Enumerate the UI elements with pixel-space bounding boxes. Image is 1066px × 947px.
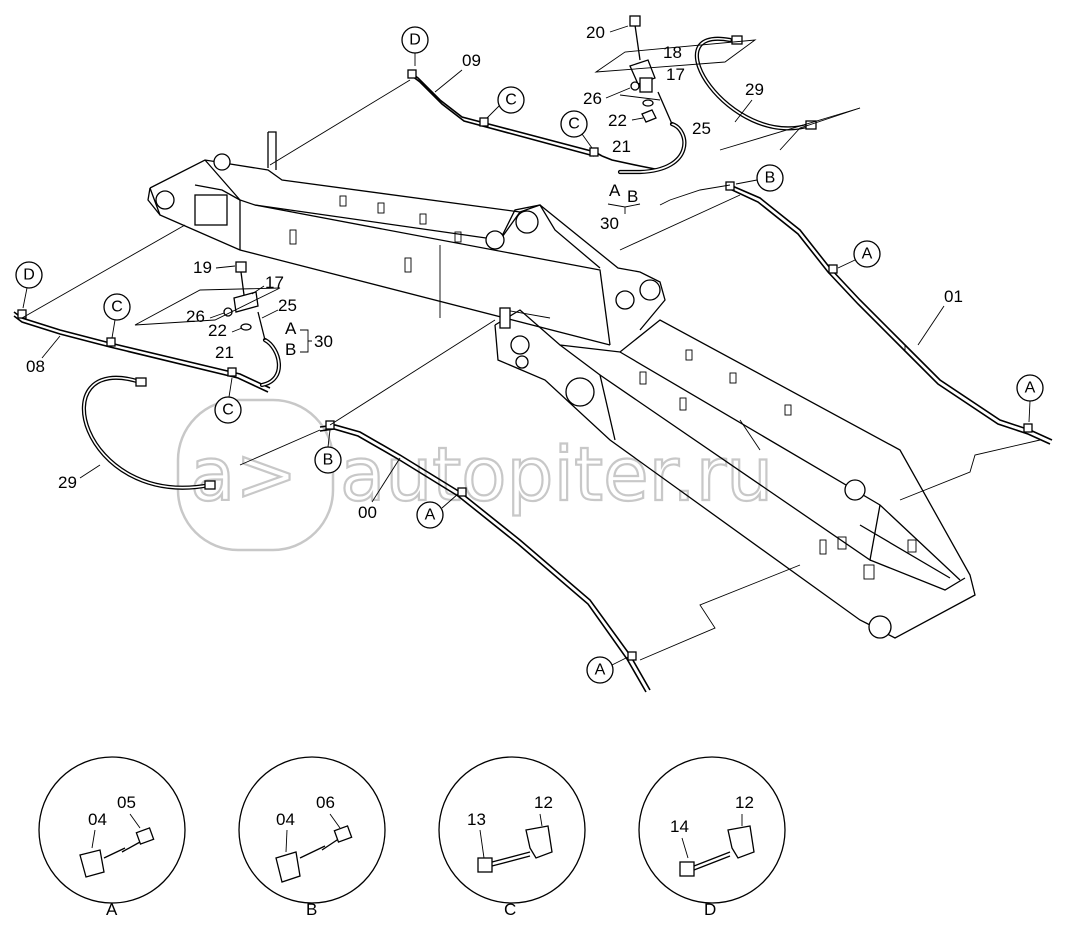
callout-b-lower: B bbox=[314, 429, 342, 474]
part-label-08: 08 bbox=[26, 357, 45, 376]
detail-a-part-1: 04 bbox=[88, 810, 107, 829]
detail-a: 04 05 A bbox=[38, 756, 186, 919]
svg-text:B: B bbox=[765, 170, 776, 187]
part-label-30-top: 30 bbox=[600, 214, 619, 233]
boom-outline bbox=[147, 131, 666, 346]
callout-c-top-2: C bbox=[560, 110, 593, 149]
detail-a-part-2: 05 bbox=[117, 793, 136, 812]
part-label-22: 22 bbox=[608, 111, 627, 130]
detail-d: 14 12 D bbox=[638, 756, 786, 919]
arm-pin-upper bbox=[510, 335, 530, 355]
boom-head-block bbox=[194, 194, 228, 226]
part-label-30-a: A bbox=[609, 181, 621, 200]
callout-a-lower-1: A bbox=[416, 493, 459, 529]
part-label-19: 19 bbox=[193, 258, 212, 277]
svg-text:A: A bbox=[1025, 380, 1036, 397]
watermark-logo-frame bbox=[176, 398, 335, 552]
part-label-22-left: 22 bbox=[208, 321, 227, 340]
arm-tip-pin-upper bbox=[844, 479, 866, 501]
arm-outline bbox=[494, 307, 976, 639]
detail-c-caption: C bbox=[504, 900, 516, 919]
detail-c-part-2: 12 bbox=[534, 793, 553, 812]
boom-pin-top bbox=[213, 153, 231, 171]
part-label-29-left: 29 bbox=[58, 473, 77, 492]
callout-d-left: D bbox=[15, 261, 43, 309]
part-label-25: 25 bbox=[692, 119, 711, 138]
detail-b-caption: B bbox=[306, 900, 317, 919]
part-label-30-b-left: B bbox=[285, 340, 296, 359]
part-label-30-a-left: A bbox=[285, 319, 297, 338]
detail-c: 13 12 C bbox=[438, 756, 586, 919]
boom-link-pin-2 bbox=[615, 290, 635, 310]
pipe-00-assembly bbox=[239, 420, 651, 693]
part-label-18: 18 bbox=[663, 43, 682, 62]
callout-c-left-2: C bbox=[214, 377, 242, 424]
part-label-30-left: 30 bbox=[314, 332, 333, 351]
pipe-01-assembly bbox=[659, 181, 1053, 445]
boom-foot-pin-upper bbox=[515, 210, 539, 234]
watermark: a> autopiter.ru bbox=[176, 398, 774, 552]
arm-pin-small bbox=[515, 355, 529, 369]
detail-b: 04 06 B bbox=[238, 756, 386, 919]
callout-b-right: B bbox=[735, 164, 784, 192]
part-label-00: 00 bbox=[358, 503, 377, 522]
callout-a-right-2: A bbox=[1016, 374, 1044, 423]
svg-text:C: C bbox=[222, 402, 234, 419]
boom-pin-left bbox=[155, 190, 175, 210]
svg-text:B: B bbox=[323, 452, 334, 469]
detail-b-part-2: 06 bbox=[316, 793, 335, 812]
svg-text:A: A bbox=[862, 246, 873, 263]
detail-c-part-1: 13 bbox=[467, 810, 486, 829]
callout-c-left-1: C bbox=[103, 293, 131, 339]
part-labels: 20 18 17 26 22 25 21 29 09 A B 30 01 19 … bbox=[26, 23, 963, 522]
detail-d-caption: D bbox=[704, 900, 716, 919]
part-label-09: 09 bbox=[462, 51, 481, 70]
detail-b-part-1: 04 bbox=[276, 810, 295, 829]
part-label-21: 21 bbox=[612, 137, 631, 156]
leader-lines bbox=[21, 79, 1041, 661]
part-label-26: 26 bbox=[583, 89, 602, 108]
callout-a-lower-2: A bbox=[586, 656, 629, 684]
arm-tip-pin-lower bbox=[868, 615, 892, 639]
detail-d-part-2: 12 bbox=[735, 793, 754, 812]
svg-text:A: A bbox=[595, 662, 606, 679]
part-label-26-left: 26 bbox=[186, 307, 205, 326]
callout-c-top-1: C bbox=[486, 86, 525, 119]
part-label-17-left: 17 bbox=[265, 273, 284, 292]
part-label-30-b: B bbox=[627, 187, 638, 206]
svg-text:D: D bbox=[23, 267, 35, 284]
boom-foot-pin-lower bbox=[485, 230, 505, 250]
svg-text:C: C bbox=[568, 116, 580, 133]
arm-pin-main bbox=[565, 377, 595, 407]
watermark-logo: a> bbox=[190, 432, 297, 518]
svg-text:D: D bbox=[409, 32, 421, 49]
boom-link-pin bbox=[639, 279, 661, 301]
part-label-25-left: 25 bbox=[278, 296, 297, 315]
part-label-29-top: 29 bbox=[745, 80, 764, 99]
callout-d-top: D bbox=[401, 26, 429, 66]
callout-a-right-1: A bbox=[837, 240, 881, 269]
pipe-09-assembly bbox=[407, 15, 861, 175]
svg-text:A: A bbox=[425, 507, 436, 524]
part-label-17: 17 bbox=[666, 65, 685, 84]
detail-d-part-1: 14 bbox=[670, 817, 689, 836]
detail-a-caption: A bbox=[106, 900, 118, 919]
part-label-01: 01 bbox=[944, 287, 963, 306]
pipe-08-assembly bbox=[13, 261, 281, 490]
svg-text:C: C bbox=[111, 299, 123, 316]
watermark-text: autopiter.ru bbox=[340, 432, 773, 518]
part-label-21-left: 21 bbox=[215, 343, 234, 362]
svg-text:C: C bbox=[505, 92, 517, 109]
part-label-20: 20 bbox=[586, 23, 605, 42]
